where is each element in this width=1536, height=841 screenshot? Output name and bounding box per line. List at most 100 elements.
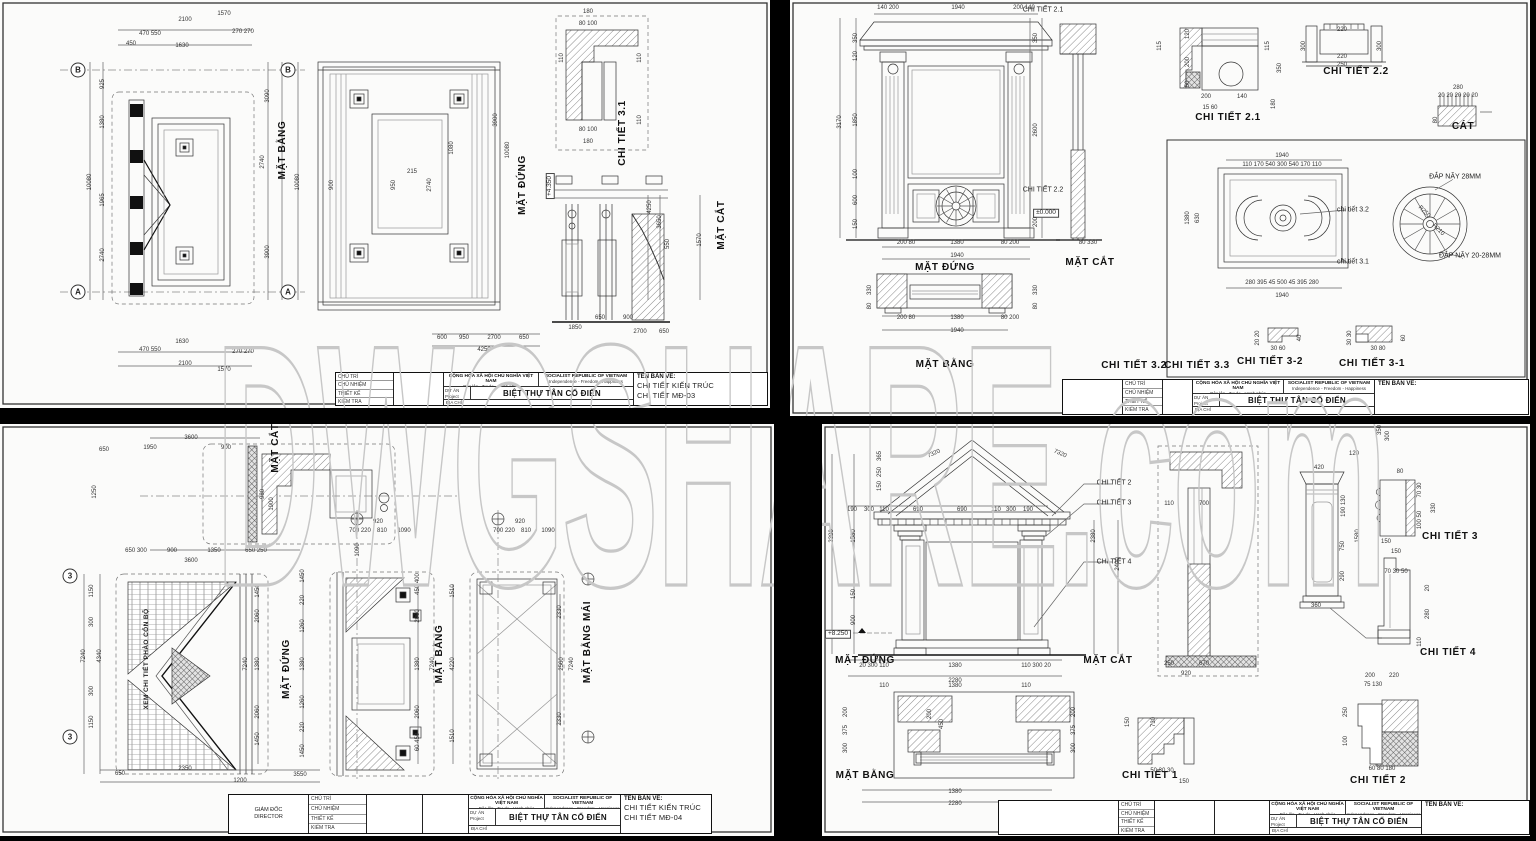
dim-text: 40 [1297, 334, 1303, 342]
dim-text: 190 [1022, 507, 1034, 513]
dim-text: 3600 [184, 435, 198, 441]
dim-text: 2060 [415, 609, 421, 623]
grid-bubble: 3 [62, 729, 78, 745]
project-label-vn: DỰ ÁN [1194, 395, 1209, 400]
dim-text: 1940 [1275, 293, 1289, 299]
dim-text: 200 [1364, 673, 1376, 679]
dim-text: 1850 [568, 325, 582, 331]
drawing-name-2: CHI TIẾT MĐ-03 [637, 391, 696, 400]
dim-text: 280 395 45 500 45 395 280 [1245, 280, 1319, 286]
dim-text: 925 [100, 78, 106, 90]
drawing-label: CHI TIẾT 2.1 [1195, 112, 1261, 123]
drawing-name-label: TÊN BẢN VẼ: [624, 796, 663, 802]
dim-text: 80 330 [1078, 240, 1098, 246]
dim-text: 350 [1377, 424, 1383, 436]
dim-text: 2350 [178, 766, 192, 772]
dim-text: 2740 [260, 155, 266, 169]
dim-text: 150 [877, 480, 883, 492]
role-label: THIẾT KẾ [309, 815, 366, 825]
drawing-label: MẶT ĐỨNG [915, 262, 975, 273]
dim-text: 300 [89, 685, 95, 697]
title-block-tl: CHỦ TRÌ CHỦ NHIỆM THIẾT KẾ KIỂM TRA CỘNG… [335, 372, 768, 406]
dim-text: 650 [658, 329, 670, 335]
drawing-label: MẶT BẰNG MÁI [582, 600, 593, 684]
dim-text: 2100 [178, 361, 192, 367]
dim-text: 1380 [948, 683, 962, 689]
drawing-label: MẶT CẮT [1065, 257, 1115, 268]
drawing-label: MẶT BẰNG [835, 770, 895, 781]
dim-text: 900 [622, 315, 634, 321]
role-label: CHỦ NHIỆM [336, 381, 393, 390]
titleblock-spare [1215, 801, 1270, 834]
titleblock-drawing-name: TÊN BẢN VẼ: CHI TIẾT KIẾN TRÚC CHI TIẾT … [621, 795, 711, 833]
dim-text: 290 [1340, 570, 1346, 582]
grid-bubble: B [70, 62, 86, 78]
dim-text: 30 60 [1270, 346, 1286, 352]
drawing-label: MẶT BẰNG [434, 624, 445, 684]
dim-text: 220 [300, 721, 306, 733]
dim-text: 4340 [97, 649, 103, 663]
dim-text: 300 [89, 616, 95, 628]
project-label-vn: DỰ ÁN [1271, 816, 1286, 821]
dim-text: 280 [1452, 85, 1464, 91]
dim-text: 350 [853, 32, 859, 44]
titleblock-nation: CỘNG HÒA XÃ HỘI CHỦ NGHĨA VIỆT NAM Độc l… [1193, 380, 1375, 414]
dim-text: 1350 [207, 548, 221, 554]
sheet-gap-horizontal-left [0, 408, 790, 424]
dim-text: 1850 [853, 113, 859, 127]
dim-text: 2280 [948, 678, 962, 684]
drawing-name-label: TÊN BẢN VẼ: [1378, 381, 1417, 387]
dim-text: 690 [912, 507, 924, 513]
drawing-label: XEM CHI TIẾT PHÀO CỔN BỘ [142, 608, 150, 710]
dim-text: 200 140 [1013, 5, 1035, 11]
dim-text: 3170 [837, 115, 843, 129]
level-tag: +4.350 [545, 172, 555, 200]
dim-text: 100 50 [1417, 510, 1423, 530]
dim-text: 450 400 [415, 573, 421, 595]
drawing-label: CHI TIẾT 1 [1121, 770, 1179, 781]
dim-text: 110 [637, 115, 643, 125]
dim-text: 200 80 [896, 240, 916, 246]
dim-text: 150 [1390, 549, 1402, 555]
role-label: KIỂM TRA [1125, 407, 1149, 414]
dim-text: 365 [877, 450, 883, 462]
dim-text: 670 [1198, 661, 1210, 667]
dim-text: 60 80 180 [1368, 766, 1396, 772]
dim-text: 220 [300, 594, 306, 606]
dim-text: 1250 [92, 485, 98, 499]
dim-text: 80 200 [1000, 240, 1020, 246]
dim-text: 200 [1200, 94, 1212, 100]
dim-text: 70 30 50 [1384, 569, 1408, 575]
drawing-canvas-tr [792, 2, 1528, 414]
dim-text: 2330 [557, 605, 563, 619]
drawing-label: CHI TIẾT 2 [1349, 775, 1407, 786]
motto-vn: Độc lập - Tự do - Hạnh phúc [444, 384, 538, 386]
titleblock-spare [423, 795, 469, 833]
dim-text: 80 [1033, 302, 1039, 310]
sheet-gap-vertical-top [770, 0, 790, 424]
dim-text: 200 [1033, 216, 1039, 228]
dim-text: 270 270 [232, 349, 254, 355]
dim-text: 810 [376, 528, 388, 534]
nation-en: SOCIALIST REPUBLIC OF VIETNAM [552, 796, 613, 806]
dim-text: 2600 [1033, 123, 1039, 137]
dim-text: 1965 [100, 193, 106, 207]
dim-text: 650 [98, 447, 110, 453]
address-label: ĐỊA CHỈ [446, 400, 462, 405]
drawing-canvas-tl [2, 2, 768, 405]
leader-label: CHI TIẾT 4 [1096, 558, 1132, 566]
role-label: KIỂM TRA [1121, 827, 1145, 834]
dim-text: 900 [220, 445, 232, 451]
role-label: CHỦ TRÌ [1123, 380, 1162, 389]
dim-text: 2100 [178, 17, 192, 23]
drawing-name-label: TÊN BẢN VẼ: [637, 374, 676, 380]
motto-en: Independence - Freedom - Happiness [545, 806, 620, 808]
project-label-en: Project [1271, 821, 1285, 827]
drawing-label: CHI TIẾT 3.2 [1101, 360, 1167, 371]
dim-text: 1260 [300, 619, 306, 633]
dim-text: 110 [559, 53, 565, 63]
titleblock-nation: CỘNG HÒA XÃ HỘI CHỦ NGHĨA VIỆT NAM Độc l… [444, 373, 634, 405]
leader-label: CHI TIẾT 2.2 [1022, 186, 1064, 194]
leader-label: ĐẮP NẶY 20-28MM [1439, 252, 1501, 260]
